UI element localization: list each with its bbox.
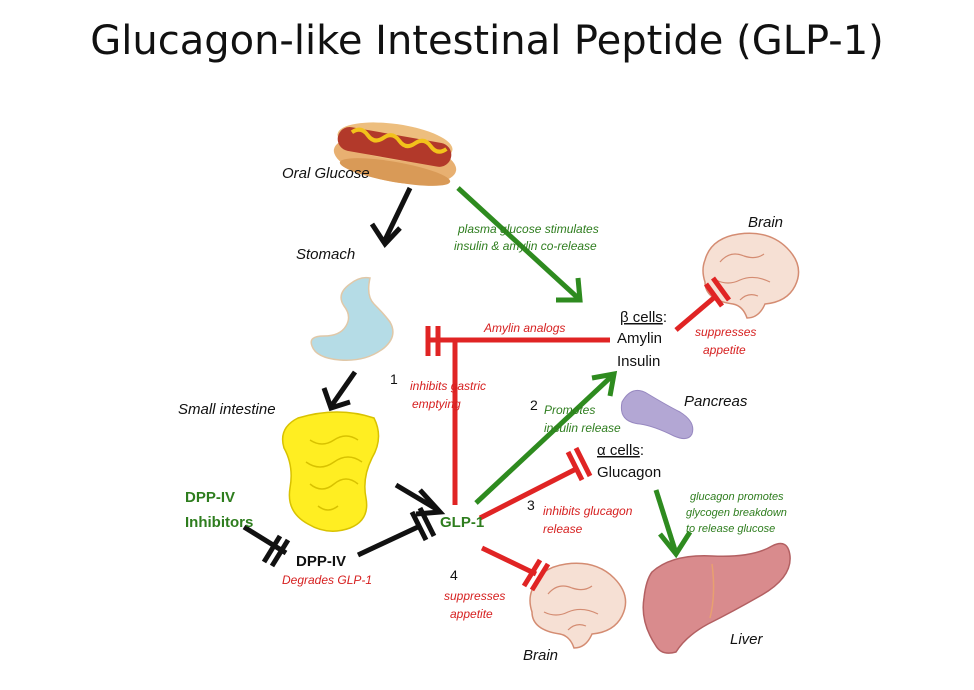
label-inhibits-glucagon-1: inhibits glucagon <box>543 504 633 518</box>
inhibit-amylin-to-stomach <box>425 326 610 356</box>
label-num-2: 2 <box>530 397 538 413</box>
inhibit-inhibitors-to-dpp4 <box>242 524 291 568</box>
label-beta-cells-text: β cells <box>620 309 663 326</box>
inhibit-glp1-to-brain <box>480 545 551 592</box>
label-insulin: Insulin <box>617 353 660 370</box>
liver-icon <box>642 542 791 654</box>
label-beta-cells: β cells: <box>620 309 667 326</box>
arrow-glp1-to-beta <box>474 370 618 505</box>
label-inhibits-glucagon-2: release <box>543 522 583 536</box>
label-amylin-analogs: Amylin analogs <box>483 321 565 335</box>
arrow-glucagon-to-liver <box>653 489 693 559</box>
label-num-4: 4 <box>450 567 458 583</box>
arrow-intestine-to-glp1 <box>394 482 446 517</box>
label-brain-bottom: Brain <box>523 647 558 664</box>
hotdog-icon <box>333 122 457 186</box>
label-suppresses-bottom-1: suppresses <box>444 589 505 603</box>
arrow-food-to-stomach <box>369 186 413 249</box>
label-small-intestine: Small intestine <box>178 401 276 418</box>
label-dpp4: DPP-IV <box>296 553 346 570</box>
label-glucagon: Glucagon <box>597 464 661 481</box>
label-dpp4-inhibitors-2: Inhibitors <box>185 514 253 531</box>
label-glucagon-promotes-3: to release glucose <box>686 523 775 535</box>
inhibit-dpp4-to-glp1 <box>356 506 437 558</box>
label-amylin: Amylin <box>617 330 662 347</box>
label-degrades-glp1: Degrades GLP-1 <box>282 573 372 587</box>
label-beta-colon: : <box>663 309 667 326</box>
label-alpha-cells: α cells: <box>597 442 644 459</box>
label-promotes-1: Promotes <box>544 403 595 417</box>
arrow-glucose-to-beta <box>456 186 583 303</box>
label-inhibits-gastric-1: inhibits gastric <box>410 379 486 393</box>
label-plasma-1: plasma glucose stimulates <box>457 222 599 236</box>
label-stomach: Stomach <box>296 246 355 263</box>
pancreas-icon <box>620 389 694 440</box>
label-suppresses-bottom-2: appetite <box>450 607 493 621</box>
label-promotes-2: insulin release <box>544 421 621 435</box>
label-suppresses-top-2: appetite <box>703 343 746 357</box>
label-alpha-colon: : <box>640 442 644 459</box>
label-plasma-2: insulin & amylin co-release <box>454 239 597 253</box>
brain-icon <box>702 232 800 319</box>
label-inhibits-gastric-2: emptying <box>412 397 461 411</box>
intestine-icon <box>281 411 380 532</box>
label-liver: Liver <box>730 631 764 648</box>
label-alpha-cells-text: α cells <box>597 442 640 459</box>
label-dpp4-inhibitors-1: DPP-IV <box>185 489 235 506</box>
label-glucagon-promotes-1: glucagon promotes <box>690 491 784 503</box>
label-suppresses-top-1: suppresses <box>695 325 756 339</box>
label-brain-top: Brain <box>748 214 783 231</box>
inhibit-beta-to-brain <box>674 276 732 332</box>
label-num-3: 3 <box>527 497 535 513</box>
label-glucagon-promotes-2: glycogen breakdown <box>686 507 787 519</box>
label-oral-glucose: Oral Glucose <box>282 165 370 182</box>
inhibit-glp1-to-alpha <box>478 446 593 521</box>
stomach-icon <box>310 276 394 361</box>
page-title: Glucagon-like Intestinal Peptide (GLP-1) <box>90 18 884 64</box>
brain-icon-bottom <box>529 562 627 649</box>
arrow-stomach-to-intestine <box>321 370 358 412</box>
label-pancreas: Pancreas <box>684 393 748 410</box>
label-num-1: 1 <box>390 371 398 387</box>
label-glp1: GLP-1 <box>440 514 484 531</box>
